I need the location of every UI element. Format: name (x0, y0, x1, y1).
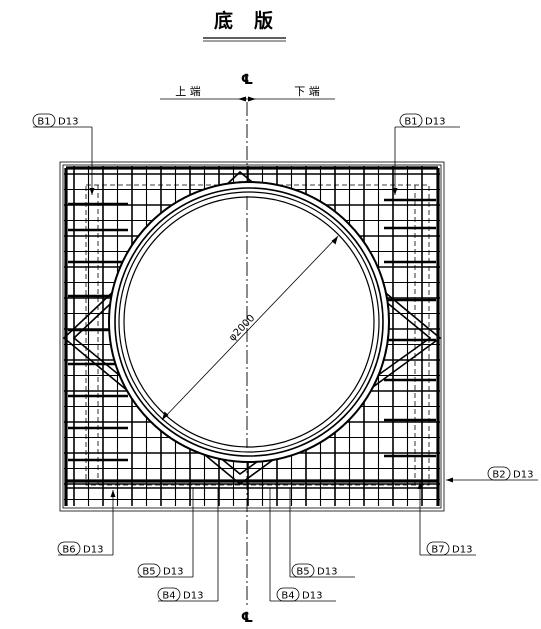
callout-b4-left: B4 D13 (157, 488, 219, 602)
callout-b5-left: B5 D13 (137, 488, 194, 578)
callout-b4-right-size: D13 (302, 591, 322, 602)
callout-b5-right: B5 D13 (289, 488, 355, 578)
callout-b6-size: D13 (83, 545, 103, 556)
callout-b1-right-mark: B1 (404, 117, 417, 128)
callout-b5-right-mark: B5 (296, 567, 309, 578)
label-upper-end: 上 端 (175, 85, 201, 98)
label-lower-end: 下 端 (294, 85, 320, 98)
callout-b6: B6 D13 (57, 490, 116, 556)
centerline-symbol-top: ℄ (241, 72, 254, 88)
callout-b5-left-mark: B5 (142, 567, 155, 578)
callout-b7: B7 D13 (417, 482, 476, 556)
callout-b1-right: B1 D13 (392, 113, 460, 195)
opening-ring-3 (118, 191, 380, 453)
callout-b4-left-mark: B4 (162, 591, 175, 602)
callout-b1-right-size: D13 (425, 117, 445, 128)
drawing-title: 底 版 (214, 9, 274, 32)
callout-b5-left-size: D13 (163, 567, 183, 578)
diameter-dimension-line (161, 235, 339, 421)
callout-b4-right: B4 D13 (269, 488, 336, 602)
diameter-arrow-1 (162, 411, 169, 420)
callout-b4-left-size: D13 (183, 591, 203, 602)
callout-b1-left-mark: B1 (37, 117, 50, 128)
callout-b5-right-size: D13 (317, 567, 337, 578)
opening-ring-2 (114, 187, 384, 457)
callout-b7-size: D13 (452, 545, 472, 556)
callout-b6-mark: B6 (62, 545, 75, 556)
diameter-arrow-2 (331, 236, 338, 245)
callout-b4-right-mark: B4 (281, 591, 294, 602)
callout-b1-left: B1 D13 (32, 113, 95, 195)
opening-ring-inner (123, 196, 375, 448)
opening-ring-outer (108, 181, 390, 463)
centerline-symbol-bottom: ℄ (241, 610, 254, 626)
callout-b2: B2 D13 (446, 466, 538, 483)
callout-b7-mark: B7 (431, 545, 444, 556)
callout-b2-size: D13 (513, 470, 533, 481)
slab-outline-inner (62, 164, 442, 509)
slab-outline-outer (59, 161, 445, 512)
callout-b2-mark: B2 (492, 470, 505, 481)
callout-b1-left-size: D13 (58, 117, 78, 128)
end-label-arrow-right (248, 96, 256, 102)
end-label-arrow-left (238, 96, 246, 102)
